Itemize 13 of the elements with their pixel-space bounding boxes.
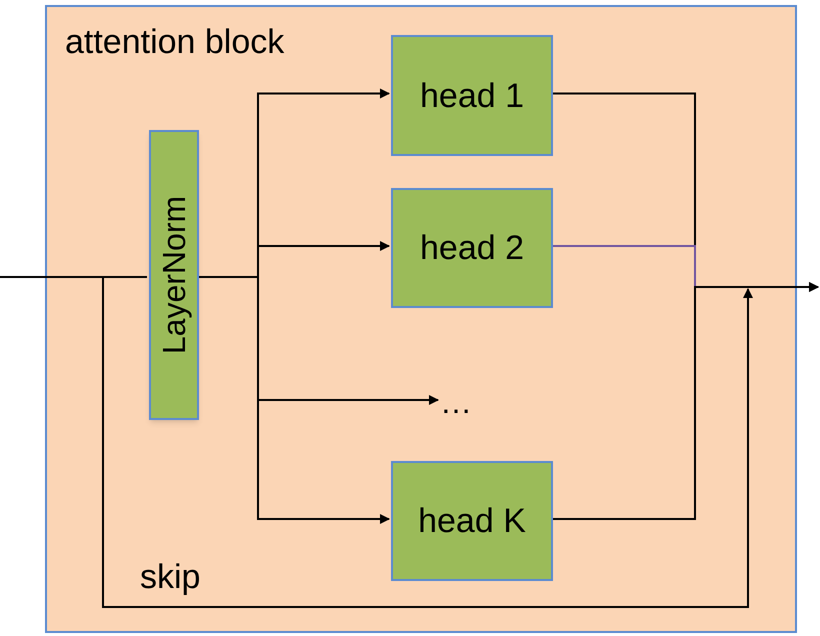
box-label: LayerNorm: [158, 196, 190, 354]
block-panel: [45, 5, 797, 633]
head-box: [391, 188, 553, 308]
box-label: head 1: [420, 78, 524, 112]
block-title: attention block: [65, 25, 284, 59]
layernorm-box: [149, 130, 199, 420]
ellipsis-text: …: [440, 382, 472, 422]
box-label: head K: [418, 504, 526, 538]
box-label: head 2: [420, 231, 524, 265]
arrow: [551, 282, 819, 520]
head-box: [391, 461, 553, 581]
skip-label: skip: [140, 560, 200, 594]
head-box: [391, 35, 553, 156]
